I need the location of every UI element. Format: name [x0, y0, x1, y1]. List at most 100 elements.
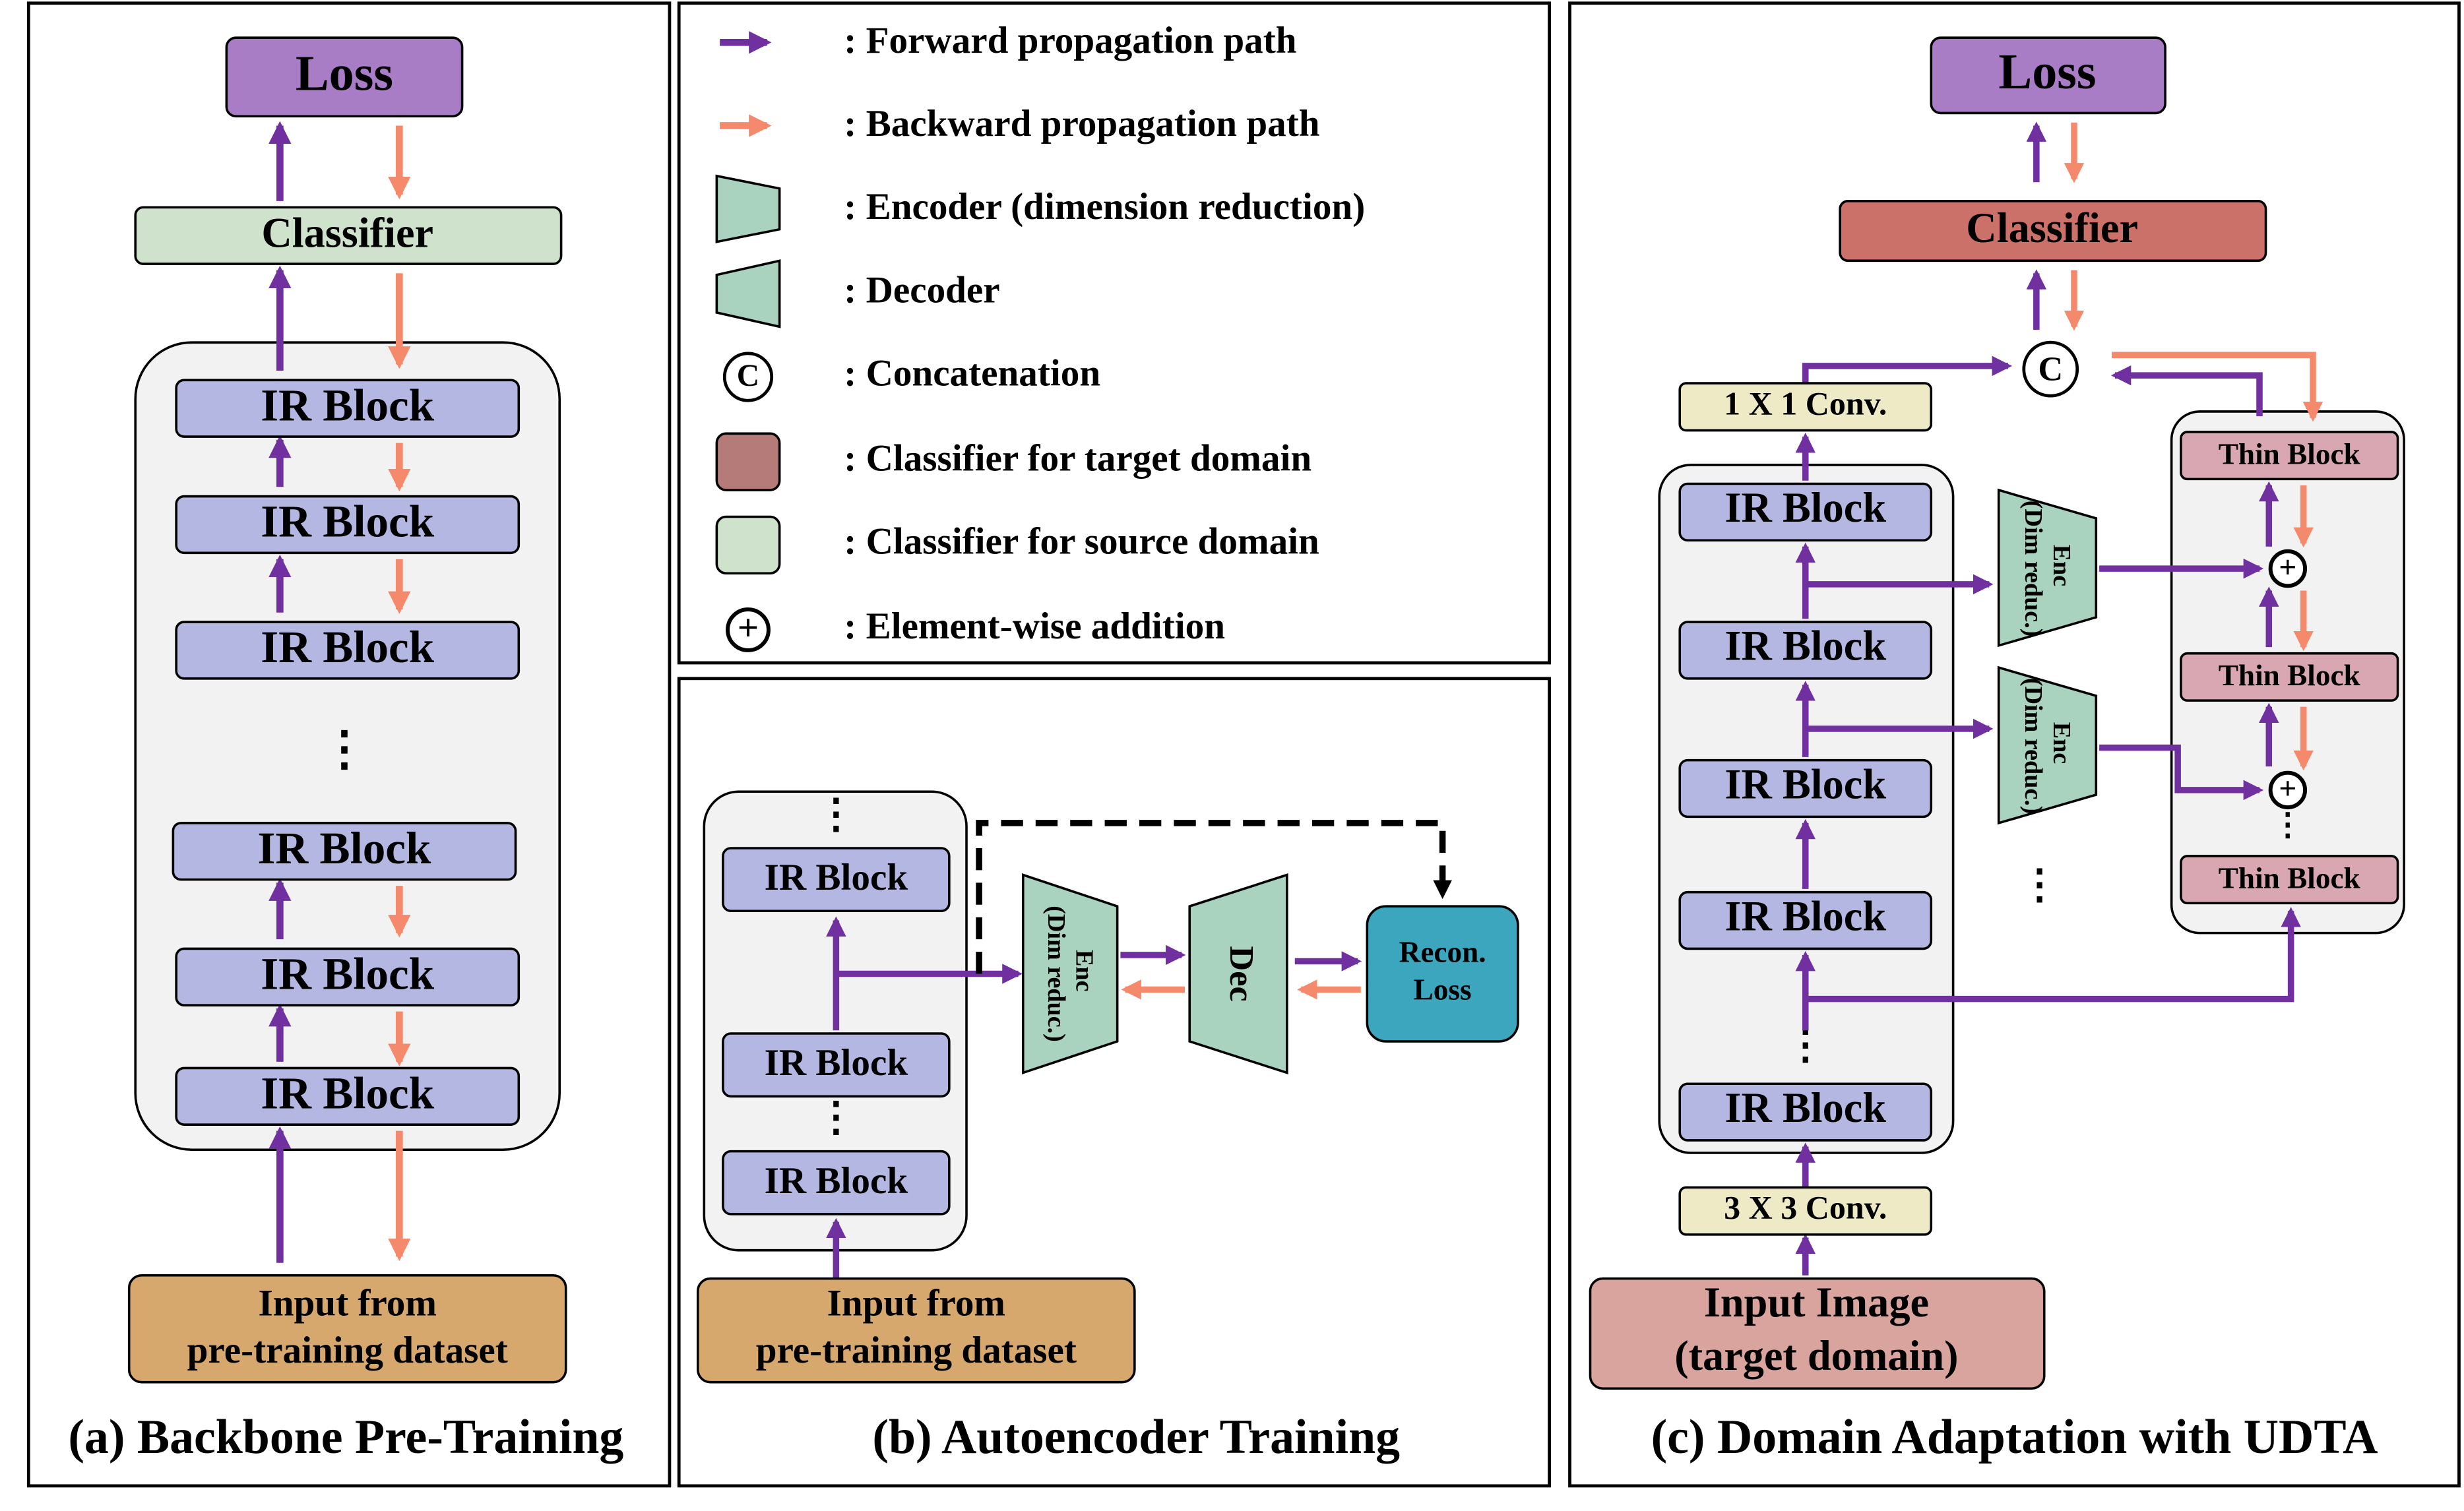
input-pretrain-box [127, 1274, 567, 1384]
ellipsis: ⋮ [2019, 863, 2060, 908]
legend-text: : Classifier for source domain [844, 520, 1319, 562]
caption-a: (a) Backbone Pre-Training [68, 1409, 623, 1464]
legend-text: : Decoder [844, 269, 999, 311]
conv3x3-label: 3 X 3 Conv. [1724, 1189, 1887, 1226]
plus-symbol: + [2279, 772, 2296, 806]
input-label-line1: Input from [827, 1283, 1005, 1324]
ir-block-label: IR Block [1724, 623, 1886, 669]
ir-block-label: IR Block [258, 822, 431, 873]
enc-label-line1: Enc [2048, 722, 2075, 764]
concat-node [2022, 340, 2079, 398]
ir-block [175, 495, 521, 555]
ir-block [172, 822, 517, 881]
recon-loss-label-line2: Loss [1414, 973, 1472, 1006]
legend-text: : Element-wise addition [844, 605, 1225, 647]
conv1x1-box [1678, 382, 1933, 432]
conv3x3-box [1678, 1186, 1933, 1236]
ellipsis: ⋮ [815, 792, 856, 837]
conv1x1-label: 1 X 1 Conv. [1724, 385, 1887, 421]
ir-block [1678, 482, 1933, 542]
input-pretrain-box [697, 1277, 1136, 1384]
ellipsis: ⋮ [815, 1095, 856, 1140]
thin-block-label: Thin Block [2219, 659, 2361, 692]
ir-block [1678, 1082, 1933, 1142]
ir-block [1678, 890, 1933, 950]
ir-block [175, 379, 521, 438]
thin-block [2180, 431, 2399, 481]
legend-text: : Encoder (dimension reduction) [844, 186, 1365, 228]
classifier-source-box [134, 206, 563, 265]
plus-node [2268, 549, 2308, 588]
ir-block [175, 947, 521, 1006]
ir-block [175, 1066, 521, 1126]
ir-block [722, 1032, 951, 1098]
panel-c: Loss Classifier C 1 X 1 Conv. IR Block I… [1589, 36, 2405, 1464]
panel-a-frame [26, 1, 672, 1488]
forward-arrow [1802, 355, 2013, 384]
enc-label: Enc (Dim reduc.) [2019, 678, 2075, 815]
ir-block-label: IR Block [261, 948, 434, 999]
concat-symbol: C [737, 359, 759, 393]
ir-block-label: IR Block [1724, 760, 1886, 807]
legend-text: : Concatenation [844, 353, 1100, 394]
panel-c-frame [1568, 1, 2461, 1488]
input-label-line1: Input from [259, 1283, 437, 1324]
ellipsis: ⋮ [2272, 808, 2304, 842]
enc-label: Enc (Dim reduc.) [2019, 501, 2075, 637]
ir-block-label: IR Block [261, 496, 434, 547]
thin-block-label: Thin Block [2219, 437, 2361, 470]
legend-text: : Classifier for target domain [844, 437, 1311, 479]
panel-b-frame [677, 677, 1551, 1488]
enc-label-line2: (Dim reduc.) [2019, 501, 2047, 637]
ir-block [722, 1150, 951, 1216]
ir-block-label: IR Block [1724, 484, 1886, 531]
decoder-trapezoid [1188, 873, 1288, 1075]
plus-symbol: + [738, 607, 759, 648]
legend-frame [677, 1, 1551, 665]
target-classifier-swatch-icon [715, 432, 781, 491]
classifier-label: Classifier [261, 209, 433, 256]
panel-b: ⋮ IR Block IR Block ⋮ IR Block Enc (Dim … [697, 790, 1519, 1464]
legend: C + : Forward propagation path : Backwar… [715, 20, 1365, 652]
recon-loss-label-line1: Recon. [1399, 935, 1486, 968]
concat-symbol: C [2038, 350, 2063, 388]
loss-box [1930, 36, 2166, 115]
forward-arrow [2099, 744, 2264, 801]
recon-loss-box [1366, 905, 1519, 1043]
decoder-icon [715, 259, 781, 328]
ir-block-label: IR Block [1724, 1084, 1886, 1131]
forward-arrow [1805, 907, 2301, 1002]
ir-block [175, 621, 521, 680]
enc-label-line1: Enc [2048, 545, 2075, 587]
thin-block-label: Thin Block [2219, 861, 2361, 894]
input-target-box [1589, 1277, 2046, 1390]
encoder-trapezoid [1997, 665, 2098, 825]
loss-box [225, 36, 464, 118]
panel-a: Loss Classifier IR Block IR Block IR Blo… [68, 36, 623, 1464]
ellipsis: ⋮ [321, 724, 367, 776]
ir-block-label: IR Block [261, 1068, 434, 1119]
enc-label-line1: Enc [1071, 950, 1098, 992]
forward-arrow [2110, 365, 2263, 417]
caption-b: (b) Autoencoder Training [872, 1409, 1400, 1464]
plus-circle-icon [726, 607, 771, 652]
ellipsis: ⋮ [1785, 1023, 1826, 1068]
backward-arrow [2112, 352, 2323, 422]
ir-block-label: IR Block [765, 857, 908, 898]
caption-c: (c) Domain Adaptation with UDTA [1651, 1409, 2378, 1464]
enc-label-line2: (Dim reduc.) [2019, 678, 2047, 815]
input-label-line2: pre-training dataset [756, 1330, 1077, 1371]
enc-label: Enc (Dim reduc.) [1042, 906, 1098, 1042]
ir-block-label: IR Block [261, 379, 434, 430]
enc-label-line2: (Dim reduc.) [1042, 906, 1070, 1042]
ir-block [1678, 621, 1933, 680]
ir-block-label: IR Block [765, 1042, 908, 1084]
encoder-icon [715, 174, 781, 243]
loss-label: Loss [1998, 44, 2096, 100]
encoder-trapezoid [1997, 488, 2098, 648]
ir-block-label: IR Block [261, 621, 434, 672]
input-label-line1: Input Image [1704, 1279, 1929, 1326]
legend-text: : Forward propagation path [844, 20, 1296, 61]
plus-node [2268, 770, 2308, 810]
thin-block [2180, 855, 2399, 905]
